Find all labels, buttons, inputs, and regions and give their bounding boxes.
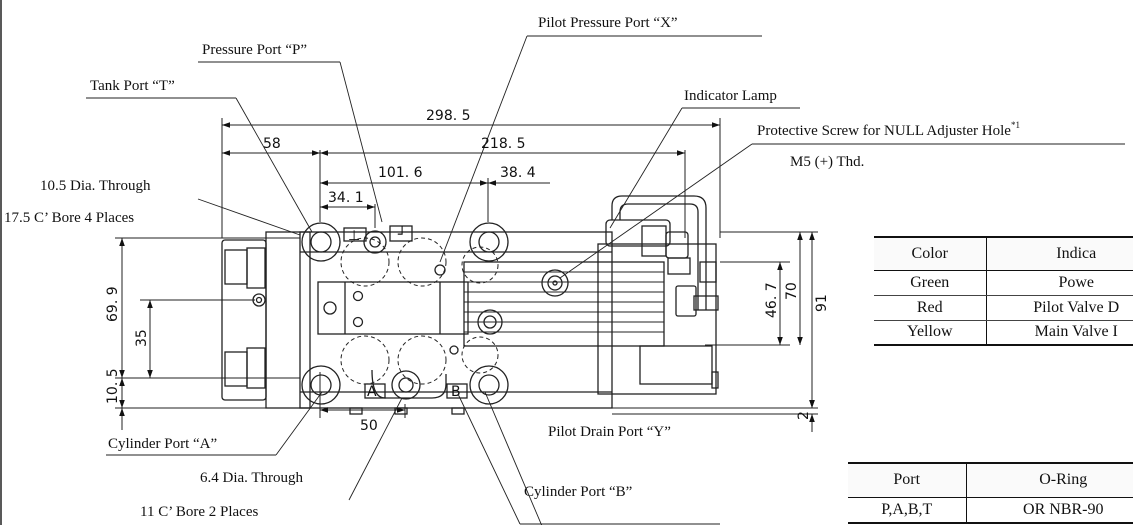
indicator-color: Yellow (874, 320, 987, 346)
indicator-meaning: Powe (986, 270, 1133, 296)
port-p-marking: ┘ (398, 226, 406, 243)
callout-through-hole-small: 6.4 Dia. Through (200, 470, 304, 486)
port-b-marking: B (451, 384, 461, 400)
dim-length-38: 38. 4 (500, 165, 536, 181)
indicator-table: Color Indica Green Powe Red Pilot Valve … (874, 236, 1133, 346)
indicator-meaning: Pilot Valve D (986, 295, 1133, 321)
valve-body (221, 195, 719, 415)
indicator-color: Red (874, 295, 987, 321)
dim-length-58: 58 (263, 136, 281, 152)
oring-header-oring: O-Ring (966, 462, 1133, 498)
callout-pilot-pressure-port: Pilot Pressure Port “X” (538, 15, 678, 31)
oring-table-wrap: Port O-Ring P,A,B,T OR NBR-90 (848, 462, 1133, 525)
callout-indicator-lamp: Indicator Lamp (684, 88, 777, 104)
callout-counterbore-small: 11 C’ Bore 2 Places (140, 504, 258, 520)
leader-lines (86, 35, 1125, 525)
callout-counterbore-large: 17.5 C’ Bore 4 Places (4, 210, 134, 226)
oring-table: Port O-Ring P,A,B,T OR NBR-90 (848, 462, 1133, 524)
dim-height-69: 69. 9 (105, 286, 121, 322)
dim-length-34: 34. 1 (328, 190, 364, 206)
dim-overall-length: 298. 5 (426, 108, 471, 124)
dim-height-91: 91 (814, 294, 830, 312)
indicator-meaning: Main Valve I (986, 320, 1133, 346)
callout-tank-port: Tank Port “T” (90, 78, 175, 94)
port-a-marking: A (367, 384, 377, 400)
callout-pilot-drain-port: Pilot Drain Port “Y” (548, 424, 671, 440)
indicator-row: Red Pilot Valve D (874, 295, 1133, 321)
oring-header-port: Port (848, 462, 967, 498)
callout-cylinder-port-a: Cylinder Port “A” (108, 436, 217, 452)
callout-protective-screw: Protective Screw for NULL Adjuster Hole*… (757, 120, 1020, 139)
dim-height-35: 35 (134, 329, 150, 347)
dimension-lines (115, 118, 818, 432)
indicator-color: Green (874, 270, 987, 296)
indicator-row: Green Powe (874, 270, 1133, 296)
dim-length-101: 101. 6 (378, 165, 423, 181)
indicator-table-wrap: Color Indica Green Powe Red Pilot Valve … (874, 236, 1133, 346)
dim-height-46: 46. 7 (764, 282, 780, 318)
callout-through-hole-large: 10.5 Dia. Through (40, 178, 151, 194)
dim-width-50: 50 (360, 418, 378, 434)
port-t-marking: ⊥ (348, 228, 360, 244)
callout-cylinder-port-b: Cylinder Port “B” (524, 484, 632, 500)
callout-pressure-port: Pressure Port “P” (202, 42, 307, 58)
oring-port: P,A,B,T (848, 497, 967, 524)
oring-row: P,A,B,T OR NBR-90 (848, 497, 1133, 524)
oring-spec: OR NBR-90 (966, 497, 1133, 524)
dim-height-2: 2 (796, 411, 812, 420)
dim-height-70: 70 (784, 282, 800, 300)
indicator-row: Yellow Main Valve I (874, 320, 1133, 346)
dim-height-10: 10. 5 (105, 368, 121, 404)
dim-length-218: 218. 5 (481, 136, 526, 152)
indicator-header-indication: Indica (986, 236, 1133, 271)
callout-m5-thread: M5 (+) Thd. (790, 154, 864, 170)
indicator-header-color: Color (874, 236, 987, 271)
